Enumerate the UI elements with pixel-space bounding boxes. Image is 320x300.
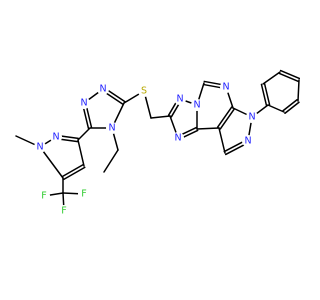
atom-label-background <box>242 135 254 147</box>
atom-label-background <box>172 132 184 144</box>
atom-label-background <box>246 111 258 123</box>
atom-label-background <box>220 81 232 93</box>
single-bond-line <box>39 146 64 179</box>
double-bond-line <box>260 83 268 107</box>
single-bond-line <box>77 127 91 141</box>
double-bond-line <box>282 98 298 112</box>
single-bond-line <box>262 71 281 85</box>
single-bond-line <box>267 104 285 113</box>
sulfur-atom-label: S <box>141 86 147 97</box>
double-bond-line <box>216 106 233 128</box>
atom-label-background <box>191 99 203 111</box>
nitrogen-atom-label: N <box>36 142 43 153</box>
atom-label-background <box>78 97 90 109</box>
nitrogen-atom-label: N <box>176 94 183 105</box>
atom-label-background <box>34 141 46 153</box>
nitrogen-atom-label: N <box>80 98 87 109</box>
nitrogen-atom-label: N <box>244 136 251 147</box>
single-bond-line <box>196 127 220 130</box>
atom-label-background <box>97 83 109 95</box>
atom-label-background <box>58 205 70 217</box>
atom-label-background <box>38 190 50 202</box>
atom-label-background <box>50 131 62 143</box>
double-bond-line <box>279 69 300 80</box>
nitrogen-atom-label: N <box>52 132 59 143</box>
nitrogen-atom-label: N <box>222 82 229 93</box>
nitrogen-atom-label: N <box>248 112 255 123</box>
single-bond-line <box>297 79 300 102</box>
nitrogen-atom-label: N <box>99 84 106 95</box>
nitrogen-atom-label: N <box>174 133 181 144</box>
atom-label-background <box>78 188 90 200</box>
fluorine-atom-label: F <box>61 206 66 217</box>
double-bond-line <box>219 108 236 130</box>
double-bond-line <box>284 101 300 115</box>
single-bond-line <box>103 149 119 173</box>
double-bond-line <box>61 163 84 178</box>
fluorine-atom-label: F <box>41 191 46 202</box>
single-bond-line <box>218 127 226 154</box>
atom-label-background <box>106 122 118 134</box>
atom-label-background <box>138 85 150 97</box>
double-bond-line <box>278 72 300 83</box>
single-bond-line <box>150 115 171 119</box>
fluorine-atom-label: F <box>81 189 86 200</box>
double-bond-line <box>63 166 86 181</box>
double-bond-line <box>263 82 271 106</box>
nitrogen-atom-label: N <box>108 123 115 134</box>
nitrogen-atom-label: N <box>193 100 200 111</box>
single-bond-line <box>77 139 85 167</box>
atom-label-background <box>174 93 186 105</box>
